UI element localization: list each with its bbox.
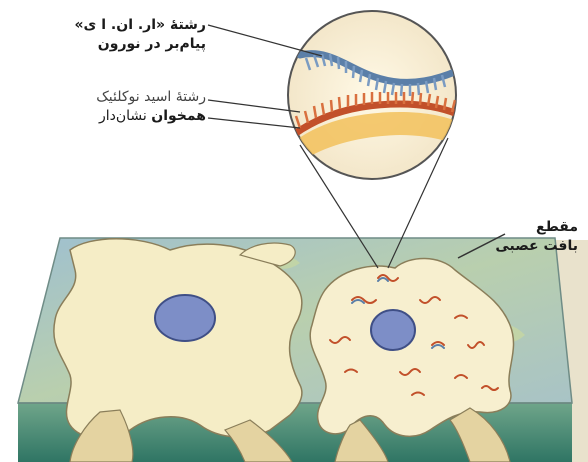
probe-label: رشتهٔ اسید نوکلئیک همخوان نشان‌دار [96, 88, 206, 126]
mrna-leader-line [208, 25, 322, 56]
left-neuron-nucleus [155, 295, 215, 341]
probe-label-line1: رشتهٔ اسید نوکلئیک [96, 88, 206, 107]
probe-leader-line [208, 100, 300, 112]
probe-leader-line-2 [208, 118, 300, 128]
section-label: مقطع بافت عصبی [495, 218, 578, 256]
probe-label-bold: همخوان [151, 108, 206, 124]
mrna-label: رشتهٔ «ار. ان. ا ی» پیام‌بر در نورون [75, 16, 207, 54]
section-label-line2: بافت عصبی [495, 237, 578, 256]
mrna-label-line1: رشتهٔ «ار. ان. ا ی» [75, 16, 207, 35]
probe-label-rest: نشان‌دار [99, 108, 151, 124]
right-neuron-nucleus [371, 310, 415, 350]
mrna-label-line2: پیام‌بر در نورون [75, 35, 207, 54]
section-label-line1: مقطع [495, 218, 578, 237]
probe-label-line2: همخوان نشان‌دار [96, 107, 206, 126]
